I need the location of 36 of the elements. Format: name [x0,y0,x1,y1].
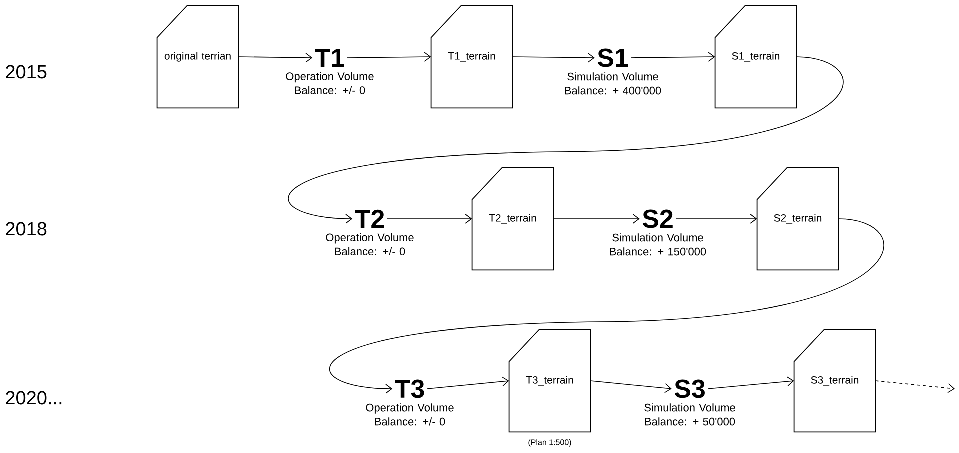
step-label: T1 [315,49,344,67]
arrow [553,214,640,224]
arrow [386,214,472,224]
arrow [346,52,432,62]
arrow [330,218,884,394]
year-label: 2020... [6,391,62,405]
step-label: S3 [674,380,705,398]
year-label: 2015 [6,65,47,79]
step-label: S2 [642,210,673,228]
document-card: S1_terrain [714,5,798,109]
document-card: S3_terrain [794,329,876,433]
arrow [875,380,955,394]
note-text: (Plan 1:500) [528,439,572,447]
arrow [590,380,672,394]
step-description: Operation Volume Balance: +/- 0 [286,72,374,94]
document-card: original terrian [156,5,240,109]
step-description: Operation Volume Balance: +/- 0 [366,404,454,426]
document-card: T2_terrain [472,167,554,271]
arrow [288,56,844,224]
document-card: T3_terrain [508,329,592,433]
document-card: T1_terrain [430,5,514,109]
step-label: T3 [395,380,424,398]
arrow [708,376,794,390]
step-description: Simulation Volume Balance: + 400'000 [565,72,662,95]
arrow [676,214,758,224]
step-label: S1 [598,48,628,68]
year-label: 2018 [6,222,47,236]
step-label: T2 [355,210,384,228]
step-description: Operation Volume Balance: +/- 0 [326,233,414,256]
arrow [426,376,510,390]
step-description: Simulation Volume Balance: + 50'000 [644,404,736,426]
arrow [630,52,716,62]
document-card: S2_terrain [756,167,840,271]
step-description: Simulation Volume Balance: + 150'000 [610,234,706,256]
arrow [512,53,595,63]
arrow [238,53,313,63]
